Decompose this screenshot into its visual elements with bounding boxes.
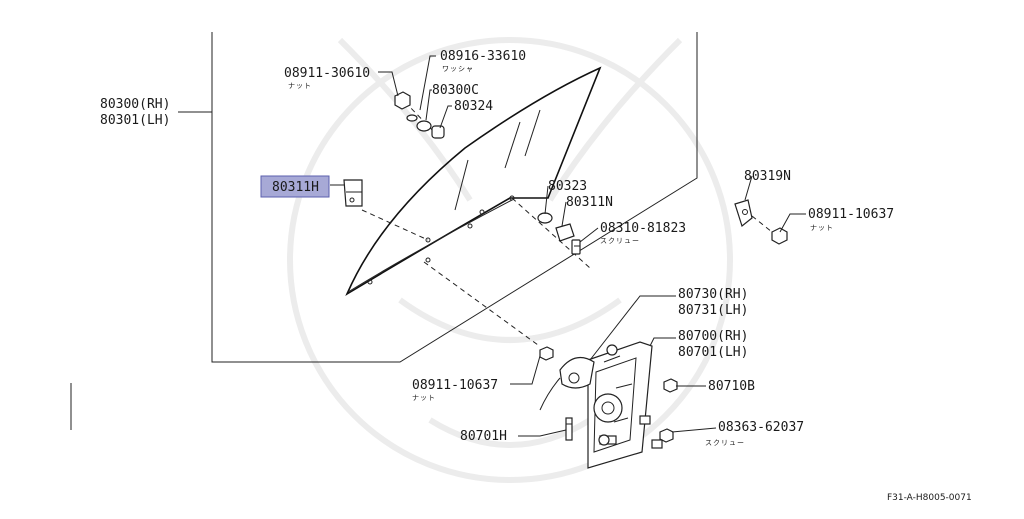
callout-08310-81823[interactable]: 08310-81823 スクリュー [600, 221, 686, 245]
glass-assembly-bracket [178, 32, 698, 363]
callout-nut-top-sub: ナット [288, 82, 312, 90]
clip-80311h [343, 179, 363, 207]
window-regulator [587, 341, 653, 469]
callout-nut-right-sub: ナット [810, 224, 834, 232]
callout-80700-80701[interactable]: 80700(RH) 80701(LH) [678, 329, 748, 360]
callout-screw-top: 08310-81823 [600, 221, 686, 236]
door-glass [345, 66, 602, 296]
mounting-dash-lines [361, 101, 591, 346]
callout-08911-30610[interactable]: 08911-30610 ナット [284, 66, 370, 90]
callout-nut-bottom-sub: ナット [412, 394, 436, 402]
callout-motor-rh: 80700(RH) [678, 329, 748, 344]
callout-reg-rh: 80730(RH) [678, 287, 748, 302]
callout-80311h-highlighted[interactable]: 80311H [260, 175, 330, 198]
callout-08911-10637-bottom[interactable]: 08911-10637 ナット [412, 378, 498, 402]
callout-80311n[interactable]: 80311N [566, 195, 613, 210]
motor-bolt-80701h [565, 417, 573, 441]
callout-08916-33610[interactable]: 08916-33610 ワッシャ [440, 49, 526, 73]
callout-80730-80731[interactable]: 80730(RH) 80731(LH) [678, 287, 748, 318]
callout-80324[interactable]: 80324 [454, 99, 493, 114]
callout-screw-bottom: 08363-62037 [718, 420, 804, 435]
callout-08363-62037[interactable]: 08363-62037 スクリュー [705, 420, 804, 447]
callout-80300-80301[interactable]: 80300(RH) 80301(LH) [100, 97, 170, 128]
callout-screw-top-sub: スクリュー [600, 237, 640, 245]
callout-08911-10637-right[interactable]: 08911-10637 ナット [808, 207, 894, 232]
highlight-box [260, 175, 330, 198]
regulator-motor [539, 356, 595, 411]
regulator-nuts [539, 346, 678, 449]
callout-glass-lh: 80301(LH) [100, 113, 170, 128]
callout-motor-lh: 80701(LH) [678, 345, 748, 360]
callout-nut-bottom: 08911-10637 [412, 378, 498, 393]
watermark-emblem [287, 37, 733, 483]
callout-80701h[interactable]: 80701H [460, 429, 507, 444]
callout-washer-sub: ワッシャ [442, 65, 474, 73]
callout-nut-right: 08911-10637 [808, 207, 894, 222]
hardware-top [394, 91, 445, 139]
callout-reg-lh: 80731(LH) [678, 303, 748, 318]
callout-washer: 08916-33610 [440, 49, 526, 64]
callout-nut-top: 08911-30610 [284, 66, 370, 81]
bracket-80319n [734, 199, 788, 245]
diagram-reference-code: F31-A-H8005-0071 [887, 493, 972, 503]
callout-glass-rh: 80300(RH) [100, 97, 170, 112]
leader-lines [70, 55, 806, 437]
callout-80300c[interactable]: 80300C [432, 83, 479, 98]
hardware-right [537, 212, 581, 255]
callout-80710b[interactable]: 80710B [708, 379, 755, 394]
callout-80319n[interactable]: 80319N [744, 169, 791, 184]
callout-screw-bottom-sub: スクリュー [705, 439, 745, 447]
callout-80311h: 80311H [272, 180, 319, 195]
callout-80323[interactable]: 80323 [548, 179, 587, 194]
